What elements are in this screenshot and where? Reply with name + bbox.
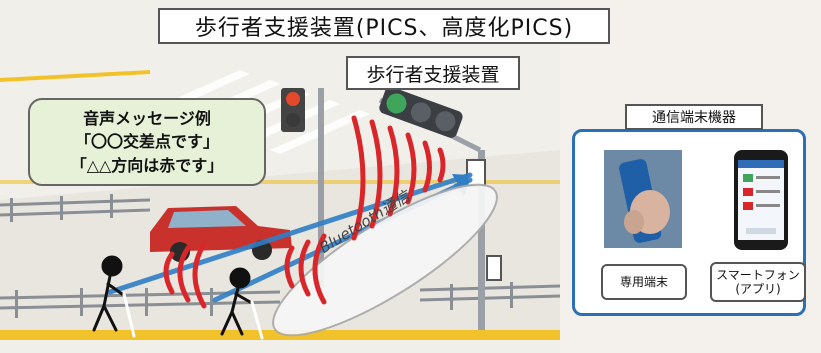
smartphone-label: スマートフォン (アプリ) (710, 262, 806, 302)
device-label: 歩行者支援装置 (346, 56, 520, 90)
smartphone-app-text: (アプリ) (735, 282, 781, 296)
terminal-panel-title: 通信端末機器 (625, 104, 763, 130)
voice-message-line-2: 「△△方向は赤です」 (70, 155, 224, 175)
dedicated-terminal-text: 専用端末 (619, 274, 668, 289)
voice-message-heading: 音声メッセージ例 (83, 109, 211, 129)
voice-message-bubble: 音声メッセージ例 「〇〇交差点です」 「△△方向は赤です」 (28, 98, 266, 186)
voice-message-line-1: 「〇〇交差点です」 (74, 132, 219, 152)
smartphone-text: スマートフォン (716, 267, 800, 282)
dedicated-terminal-photo (604, 150, 682, 248)
dedicated-terminal-label: 専用端末 (601, 264, 687, 300)
street-scene: 音声メッセージ例 「〇〇交差点です」 「△△方向は赤です」 Bluetooth通… (0, 70, 560, 340)
smartphone-photo (734, 150, 788, 250)
diagram-title: 歩行者支援装置(PICS、高度化PICS) (158, 8, 610, 44)
